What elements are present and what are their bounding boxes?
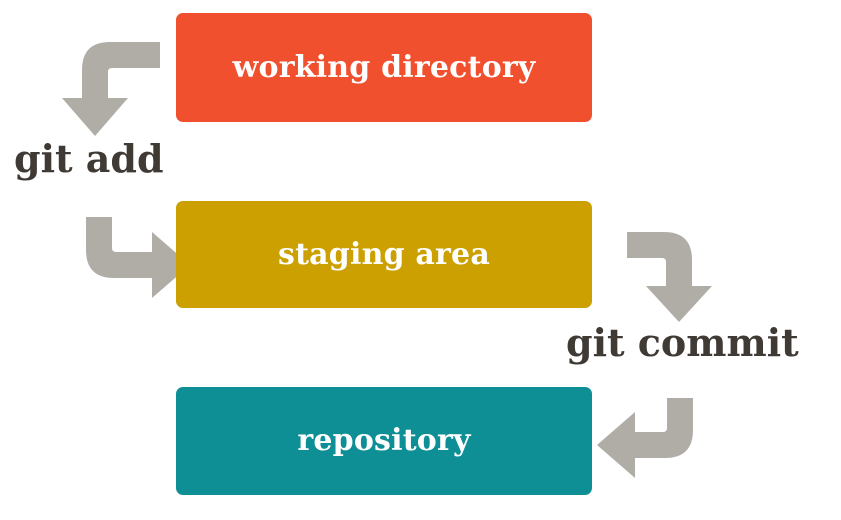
stage-label-staging-area: staging area bbox=[278, 236, 490, 272]
arrow-staging-to-git-commit-icon bbox=[627, 232, 712, 322]
stage-box-working-directory[interactable]: working directory bbox=[176, 13, 592, 122]
arrow-git-commit-to-repo-icon bbox=[597, 398, 693, 478]
stage-label-working-directory: working directory bbox=[232, 49, 536, 85]
command-label-git-add: git add bbox=[14, 136, 164, 181]
arrow-git-add-to-staging-icon bbox=[86, 217, 190, 298]
arrow-working-to-git-add-icon bbox=[62, 42, 160, 136]
stage-box-staging-area[interactable]: staging area bbox=[176, 201, 592, 308]
command-label-git-commit: git commit bbox=[566, 320, 799, 365]
stage-label-repository: repository bbox=[297, 423, 471, 458]
stage-box-repository[interactable]: repository bbox=[176, 387, 592, 495]
